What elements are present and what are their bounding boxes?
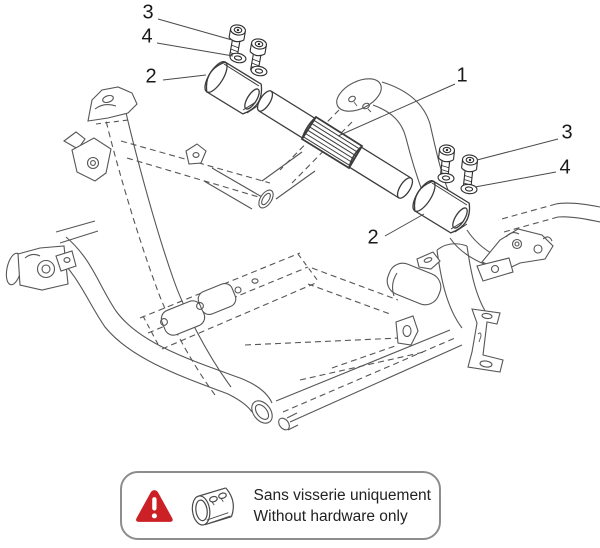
callout-label-3-left: 3 xyxy=(142,1,154,24)
washer-right-a xyxy=(437,172,455,184)
washer-left-a xyxy=(228,51,248,65)
warning-triangle-icon xyxy=(136,489,173,522)
crossbar-part xyxy=(256,90,414,199)
clamp-right-part xyxy=(412,180,471,234)
hatched-sleeve xyxy=(300,115,364,170)
frame-line-art xyxy=(5,78,600,431)
callout-label-4-right: 4 xyxy=(559,156,571,179)
callout-leader-lines xyxy=(156,18,559,237)
callout-label-1: 1 xyxy=(456,64,468,87)
warning-line-en: Without hardware only xyxy=(253,507,408,525)
callout-label-3-right: 3 xyxy=(561,121,573,144)
callout-label-4-left: 4 xyxy=(141,25,153,48)
warning-text: Sans visserie uniquement Without hardwar… xyxy=(254,485,432,527)
callout-label-2-right: 2 xyxy=(367,226,379,249)
washer-left-b xyxy=(249,64,269,78)
callout-label-2-left: 2 xyxy=(145,65,157,88)
warning-note-box: Sans visserie uniquement Without hardwar… xyxy=(120,471,441,540)
washer-right-b xyxy=(460,183,478,195)
warning-line-fr: Sans visserie uniquement xyxy=(253,486,432,504)
clamp-icon xyxy=(191,486,234,526)
